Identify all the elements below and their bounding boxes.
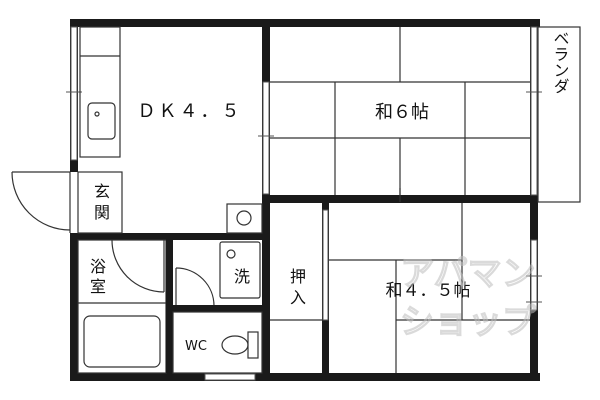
- bathtub-icon: [83, 315, 161, 368]
- watermark-logo: アパマン ショップ: [399, 253, 536, 342]
- toilet-icon: [221, 335, 249, 355]
- svg-text:アパマン: アパマン: [400, 254, 535, 294]
- window-dk-to-6jo: [262, 81, 270, 195]
- room-6jo-label: 和６帖: [375, 102, 429, 123]
- dk-label: ＤＫ４．５: [138, 101, 243, 122]
- window-veranda-upper: [530, 26, 538, 196]
- tatami-45jo: [329, 203, 530, 373]
- veranda: [537, 26, 581, 203]
- closet-label-1: 押: [290, 267, 306, 286]
- wc: [172, 311, 263, 374]
- svg-text:ベランダ: ベランダ: [551, 30, 570, 94]
- entrance-side-wall: [70, 160, 78, 172]
- entrance-door: [11, 171, 71, 233]
- kitchen-counter: [79, 26, 121, 158]
- window-veranda-lower: [530, 239, 538, 311]
- svg-text:ショップ: ショップ: [400, 302, 536, 342]
- room-45jo-label: 和４．５帖: [386, 281, 471, 301]
- windows: [70, 26, 538, 381]
- wash-wc-divider: [173, 305, 262, 312]
- entrance-box: [77, 171, 123, 234]
- veranda-label: ベランダ: [551, 30, 570, 94]
- top-wall: [70, 19, 540, 27]
- closet-label-2: 入: [290, 288, 306, 307]
- washroom: [175, 241, 261, 307]
- window-bottom-wc: [204, 373, 256, 381]
- wc-label: WC: [185, 339, 207, 354]
- window-closet: [322, 209, 329, 321]
- appliance-box: [226, 203, 263, 234]
- bottom-wall: [70, 373, 540, 381]
- entrance-label-2: 関: [94, 203, 110, 222]
- left-wall-lower: [70, 233, 78, 381]
- window-dk-left: [70, 26, 78, 161]
- window-ticks: [66, 91, 542, 303]
- bath-label-1: 浴: [90, 257, 106, 276]
- tatami-6jo: [270, 27, 530, 202]
- sink-icon: [87, 102, 116, 140]
- entrance-label-1: 玄: [94, 182, 110, 201]
- bath-label-2: 室: [90, 277, 106, 296]
- bath-wall: [166, 233, 173, 373]
- wash-label: 洗: [234, 267, 250, 286]
